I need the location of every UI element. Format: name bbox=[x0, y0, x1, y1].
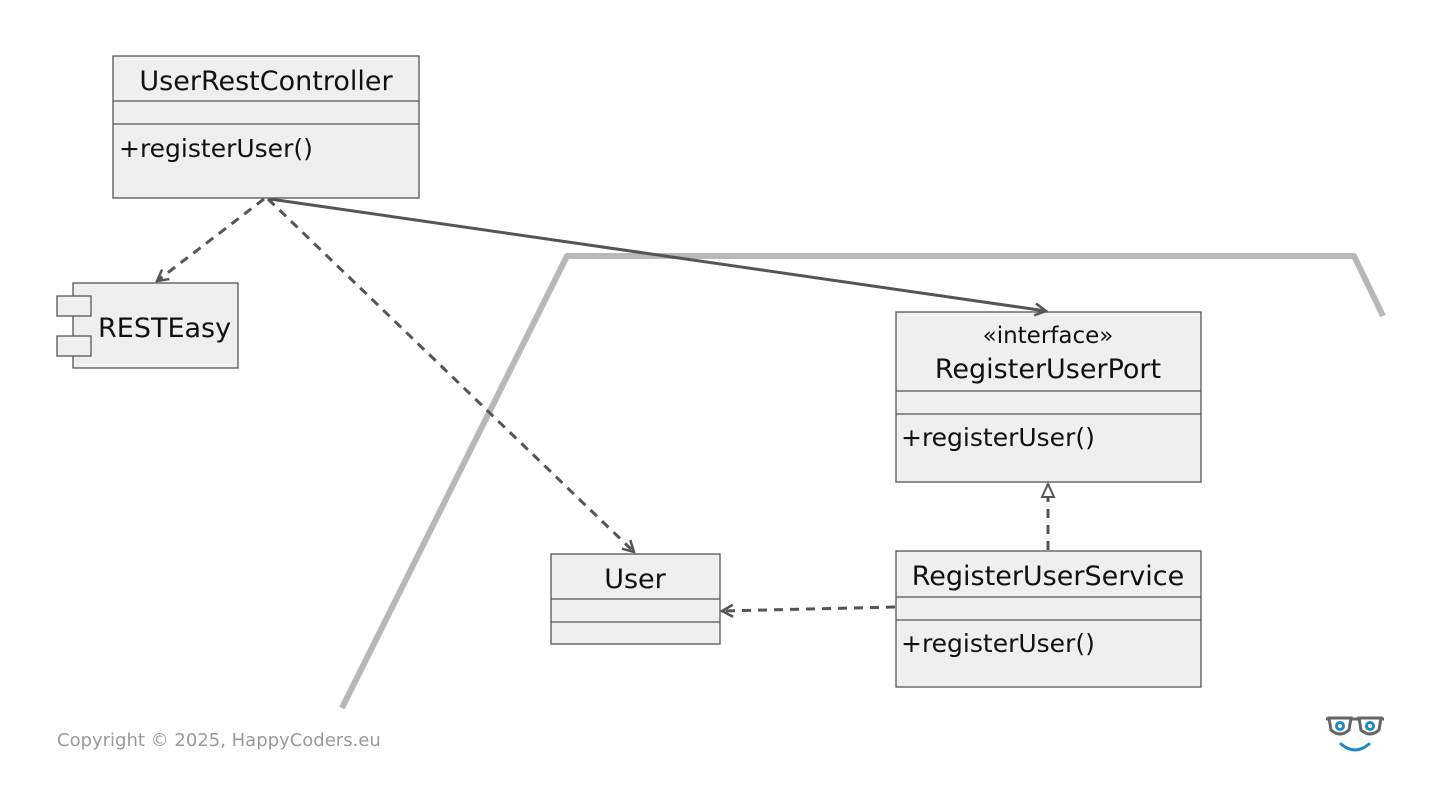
dependency-controller-to-user bbox=[266, 197, 634, 552]
component-name: RESTEasy bbox=[98, 313, 231, 344]
class-method: +registerUser() bbox=[901, 423, 1095, 452]
class-name: RegisterUserService bbox=[912, 561, 1185, 592]
association-controller-to-port bbox=[269, 197, 1046, 311]
class-name: UserRestController bbox=[139, 66, 393, 97]
class-name: User bbox=[604, 564, 666, 595]
dependency-controller-to-resteasy bbox=[157, 197, 265, 281]
hexagon-boundary bbox=[339, 253, 1386, 710]
class-user-rest-controller[interactable]: UserRestController +registerUser() bbox=[112, 55, 420, 199]
class-name: RegisterUserPort bbox=[935, 354, 1161, 385]
interface-register-user-port[interactable]: «interface» RegisterUserPort +registerUs… bbox=[895, 311, 1202, 483]
dependency-service-to-user bbox=[722, 607, 896, 611]
glasses-smiley-icon bbox=[1326, 716, 1384, 752]
stereotype-label: «interface» bbox=[983, 323, 1114, 349]
component-resteasy[interactable]: RESTEasy bbox=[56, 282, 239, 369]
class-method: +registerUser() bbox=[901, 629, 1095, 658]
class-method: +registerUser() bbox=[119, 134, 313, 163]
class-user[interactable]: User bbox=[550, 553, 721, 645]
component-icon bbox=[56, 295, 92, 317]
class-register-user-service[interactable]: RegisterUserService +registerUser() bbox=[895, 550, 1202, 688]
copyright-text: Copyright © 2025, HappyCoders.eu bbox=[57, 730, 381, 751]
